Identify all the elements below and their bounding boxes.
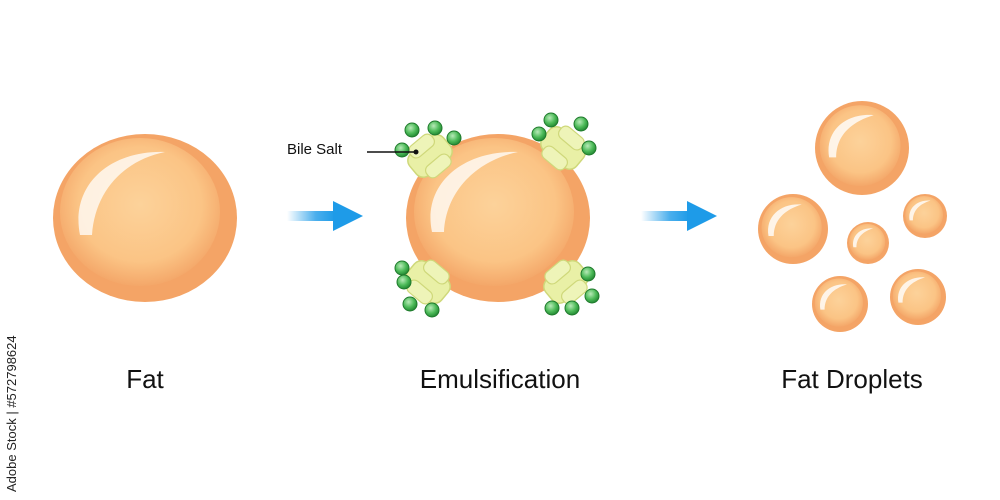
fat-droplet-icon: [758, 194, 828, 264]
fat-droplet-icon: [815, 101, 909, 195]
bile-salt-head-icon: [404, 122, 420, 138]
fat-droplets-group: [758, 101, 947, 332]
bile-salt-head-icon: [396, 274, 412, 290]
arrow-right-icon: [641, 201, 717, 231]
bile-salt-leader: [367, 149, 419, 155]
stock-watermark: Adobe Stock | #572798624: [4, 335, 19, 492]
bile-salt-cluster-icon: [531, 112, 597, 171]
fat-droplet-icon: [847, 222, 889, 264]
bile-salt-head-icon: [394, 142, 410, 158]
bile-salt-head-icon: [544, 300, 560, 316]
bile-salt-label: Bile Salt: [287, 141, 343, 158]
bile-salt-head-icon: [573, 116, 589, 132]
bile-salt-head-icon: [543, 112, 559, 128]
stage-label-emulsification: Emulsification: [419, 364, 581, 394]
bile-salt-head-icon: [581, 140, 597, 156]
fat-droplet-icon: [903, 194, 947, 238]
bile-salt-head-icon: [402, 296, 418, 312]
bile-salt-clusters: [394, 112, 600, 318]
bile-salt-head-icon: [427, 120, 443, 136]
bile-salt-head-icon: [424, 302, 440, 318]
bile-salt-head-icon: [531, 126, 547, 142]
bile-salt-cluster-icon: [394, 259, 451, 318]
bile-salt-head-icon: [446, 130, 462, 146]
bile-salt-head-icon: [584, 288, 600, 304]
bile-salt-head-icon: [564, 300, 580, 316]
bile-salt-head-icon: [394, 260, 410, 276]
fat-droplet-icon: [812, 276, 868, 332]
stage-label-fat: Fat: [126, 364, 164, 394]
stage-label-fat-droplets: Fat Droplets: [781, 364, 923, 394]
arrow-right-icon: [287, 201, 363, 231]
fat-globule-icon: [53, 134, 237, 302]
emulsified-fat-globule-icon: [406, 134, 590, 302]
fat-droplet-icon: [890, 269, 946, 325]
bile-salt-cluster-icon: [543, 259, 600, 316]
bile-salt-head-icon: [580, 266, 596, 282]
